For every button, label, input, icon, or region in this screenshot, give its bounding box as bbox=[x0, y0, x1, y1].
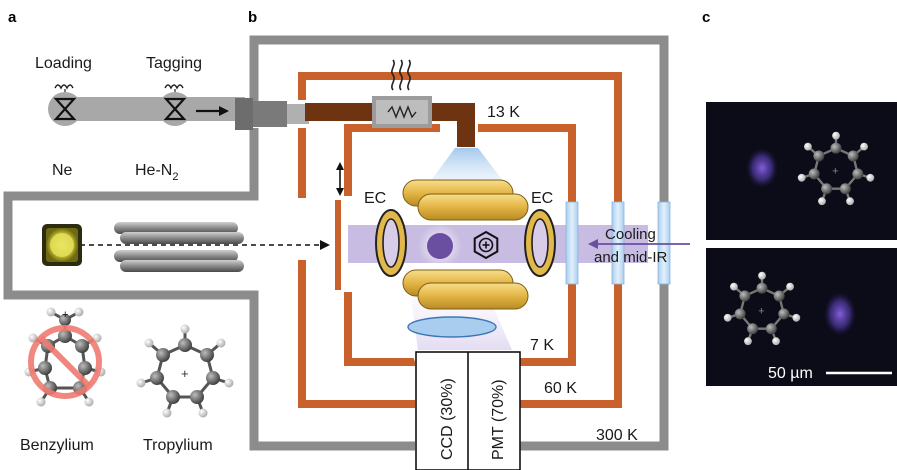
feedthrough-flange bbox=[235, 98, 309, 130]
tropylium-molecule: + bbox=[136, 324, 234, 418]
svg-text:+: + bbox=[181, 366, 189, 381]
svg-text:+: + bbox=[758, 306, 764, 318]
ion-source-block bbox=[42, 224, 82, 266]
cooling-label-line2: and mid-IR bbox=[594, 249, 668, 266]
panel-label-a: a bbox=[8, 9, 17, 26]
shield-300k bbox=[3, 35, 669, 451]
cooling-arrow bbox=[588, 239, 690, 249]
cooling-label-line1: Cooling bbox=[605, 226, 656, 243]
flow-arrow bbox=[196, 106, 229, 116]
panel-label-b: b bbox=[248, 9, 257, 26]
ccd-label: CCD (30%) bbox=[439, 378, 456, 460]
temp-60k-label: 60 K bbox=[544, 380, 577, 397]
ne-label: Ne bbox=[52, 162, 73, 179]
trap-electrodes bbox=[375, 179, 556, 310]
he-n2-label: He-N2 bbox=[135, 162, 178, 183]
ion-beam-path bbox=[80, 240, 330, 250]
optical-windows bbox=[565, 201, 671, 285]
svg-text:+: + bbox=[62, 309, 68, 321]
scale-bar-label: 50 µm bbox=[768, 365, 813, 382]
camera-image-top: + bbox=[706, 102, 897, 240]
octupole-guide bbox=[114, 222, 244, 272]
ec-left-label: EC bbox=[364, 190, 386, 207]
tropylium-overlay-bottom: + bbox=[723, 271, 801, 346]
trapped-ion bbox=[427, 233, 453, 259]
tagging-label: Tagging bbox=[146, 55, 202, 72]
tropylium-symbol bbox=[473, 230, 499, 260]
svg-text:+: + bbox=[832, 166, 838, 178]
loading-label: Loading bbox=[35, 55, 92, 72]
source-tube bbox=[48, 84, 245, 126]
ec-right-label: EC bbox=[531, 190, 553, 207]
temp-13k-label: 13 K bbox=[487, 104, 520, 121]
temp-7k-label: 7 K bbox=[530, 337, 554, 354]
temp-300k-label: 300 K bbox=[596, 427, 638, 444]
lens bbox=[407, 316, 497, 338]
pmt-label: PMT (70%) bbox=[490, 379, 507, 460]
tropylium-label: Tropylium bbox=[143, 437, 213, 454]
cold-head bbox=[305, 59, 475, 147]
panel-label-c: c bbox=[702, 9, 710, 26]
gate-motion-arrow bbox=[336, 162, 344, 196]
benzylium-molecule: + bbox=[24, 307, 106, 407]
tropylium-overlay-top: + bbox=[797, 131, 875, 206]
detector-box bbox=[415, 351, 521, 470]
shield-60k bbox=[298, 72, 622, 408]
camera-image-bottom: + 50 µm bbox=[706, 248, 897, 386]
benzylium-label: Benzylium bbox=[20, 437, 94, 454]
